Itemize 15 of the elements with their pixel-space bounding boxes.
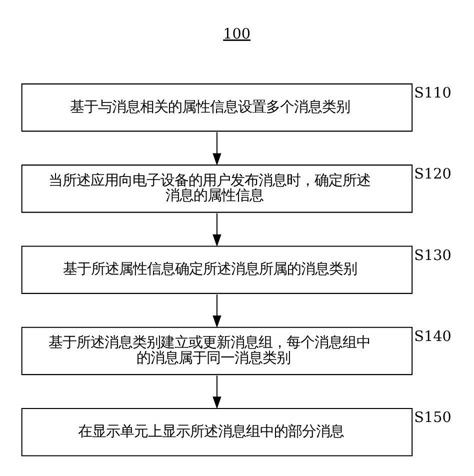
node-box: 在显示单元上显示所述消息组中的部分消息 bbox=[20, 407, 412, 456]
node-label: S110 bbox=[414, 85, 451, 101]
node-box: 基于所述属性信息确定所述消息所属的消息类别 bbox=[20, 245, 412, 294]
arrow bbox=[212, 294, 221, 328]
node-label: S120 bbox=[414, 166, 451, 182]
node-box: 基于与消息相关的属性信息设置多个消息类别 bbox=[20, 82, 412, 132]
node-box: 当所述应用向电子设备的用户发布消息时，确定所述消息的属性信息 bbox=[20, 164, 412, 212]
arrow bbox=[212, 375, 221, 408]
arrow bbox=[212, 132, 221, 166]
node-box: 基于所述消息类别建立或更新消息组，每个消息组中的消息属于同一消息类别 bbox=[20, 326, 412, 375]
node-label: S130 bbox=[414, 247, 451, 264]
node-label: S140 bbox=[414, 328, 451, 344]
arrow bbox=[212, 212, 221, 246]
label: 100 bbox=[222, 26, 250, 42]
node-label: S150 bbox=[414, 410, 451, 426]
